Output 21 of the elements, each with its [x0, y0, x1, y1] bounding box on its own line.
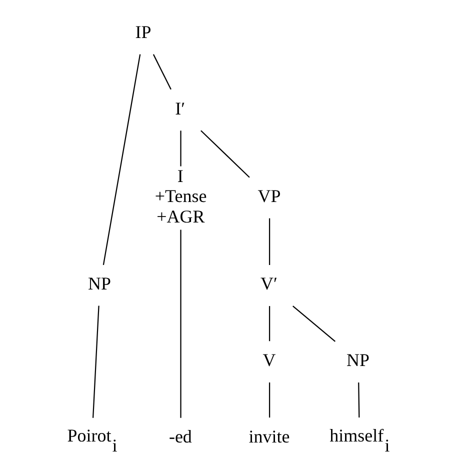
- connector: [292, 305, 336, 342]
- node-text: invite: [248, 426, 290, 446]
- connector: [92, 305, 99, 418]
- node-text: -ed: [168, 426, 192, 446]
- connector: [268, 306, 270, 341]
- connector: [358, 382, 360, 418]
- connector: [180, 130, 181, 166]
- node-text: NP: [88, 273, 111, 294]
- node-text: NP: [346, 350, 370, 370]
- connector: [180, 229, 181, 418]
- connector: [268, 382, 270, 418]
- connector: [152, 54, 171, 90]
- node-text: I +Tense +AGR: [154, 165, 206, 226]
- node-text: VP: [257, 186, 280, 206]
- connector: [102, 54, 140, 265]
- node-text: IP: [134, 21, 151, 42]
- node-text: I′: [174, 98, 185, 118]
- connector: [200, 130, 250, 178]
- connector: [268, 218, 270, 265]
- node-text: V: [262, 350, 276, 370]
- node-text: V′: [260, 273, 277, 294]
